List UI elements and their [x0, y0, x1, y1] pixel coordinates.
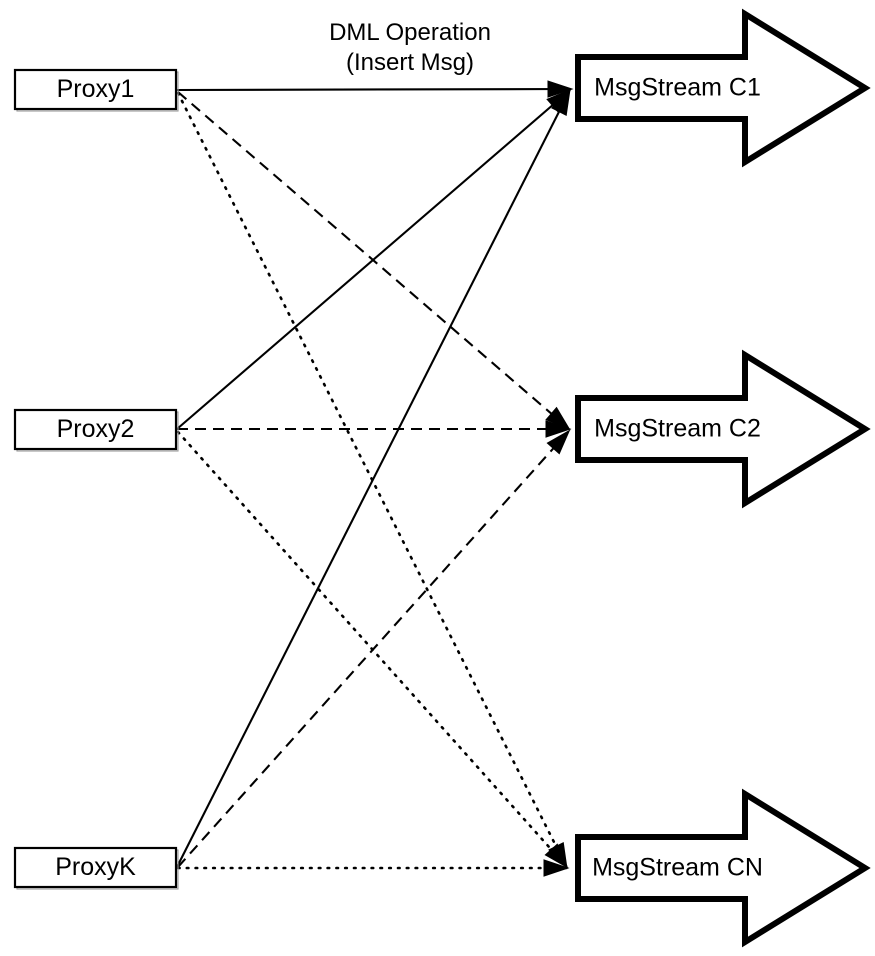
- connector-proxy2-to-stream_c1: [176, 90, 570, 430]
- arrowhead-proxyK-to-stream_c2: [546, 429, 571, 455]
- proxy-node-proxyK[interactable]: ProxyK: [13, 846, 179, 890]
- stream-node-stream_cn[interactable]: MsgStream CN: [575, 788, 871, 948]
- connections-layer: [175, 87, 571, 870]
- edge-caption-line1: DML Operation: [329, 19, 491, 46]
- proxy-box-outline: [13, 846, 178, 889]
- connector-proxyK-to-stream_c1: [176, 91, 570, 868]
- proxy-box-outline: [13, 68, 178, 111]
- arrowhead-proxy1-to-stream_c1: [547, 80, 574, 98]
- arrowhead-proxyK-to-stream_c1: [551, 88, 571, 117]
- stream-node-stream_c1[interactable]: MsgStream C1: [575, 8, 871, 168]
- proxy-box-outline: [13, 408, 178, 451]
- connector-proxy1-to-stream_c1: [175, 87, 571, 92]
- block-arrow-icon: [575, 8, 871, 168]
- edge-caption-line2: (Insert Msg): [346, 49, 474, 76]
- stream-node-stream_c2[interactable]: MsgStream C2: [575, 349, 871, 509]
- proxy-node-proxy2[interactable]: Proxy2: [13, 408, 179, 452]
- stream-label: MsgStream C2: [594, 415, 761, 443]
- arrowhead-proxy2-to-stream_c2: [545, 420, 572, 438]
- proxy-label: Proxy2: [57, 415, 135, 443]
- edge-caption: DML Operation (Insert Msg): [329, 19, 491, 76]
- block-arrow-icon: [575, 788, 871, 948]
- stream-label: MsgStream C1: [594, 74, 761, 102]
- arrowhead-proxy2-to-stream_cn: [544, 843, 569, 869]
- proxy-node-proxy1[interactable]: Proxy1: [13, 68, 179, 112]
- streams-layer: MsgStream C1 MsgStream C2 MsgStream CN: [575, 8, 871, 948]
- block-arrow-icon: [575, 349, 871, 509]
- arrowheads-layer: [543, 80, 574, 877]
- proxy-label: Proxy1: [57, 75, 135, 103]
- connector-proxyK-to-stream_c2: [177, 431, 569, 868]
- proxy-label: ProxyK: [55, 853, 136, 881]
- arrowhead-proxyK-to-stream_cn: [543, 859, 570, 877]
- connector-proxy2-to-stream_cn: [176, 430, 568, 868]
- stream-label: MsgStream CN: [592, 854, 763, 882]
